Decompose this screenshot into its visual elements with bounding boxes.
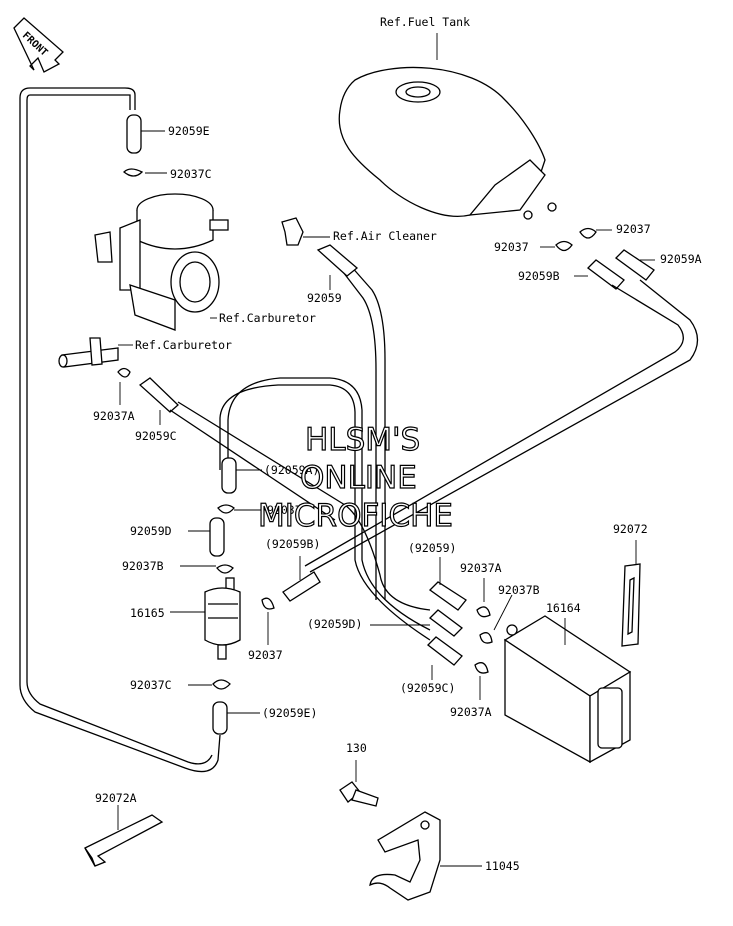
hose-92059C: [138, 377, 179, 413]
label-92037C-top: 92037C: [170, 167, 212, 181]
clip-92037-mid: [217, 504, 235, 514]
label-92037B-right: 92037B: [498, 583, 540, 597]
hose-air-cleaner-2: [339, 267, 377, 600]
t-fitting: [58, 337, 119, 368]
label-92037B-left: 92037B: [122, 559, 164, 573]
label-16164: 16164: [546, 601, 581, 615]
bolt-130: [339, 781, 379, 807]
front-arrow-icon: FRONT: [13, 17, 64, 73]
watermark: HLSM'S ONLINE MICROFICHE: [257, 421, 453, 534]
label-92059D: 92059D: [130, 524, 172, 538]
clip-92037-tank-a: [579, 227, 597, 239]
fuel-filter: [204, 577, 241, 660]
label-92037C-bottom: 92037C: [130, 678, 172, 692]
label-92059C-paren: (92059C): [400, 681, 455, 695]
fuel-tank: [338, 33, 557, 220]
label-92059C: 92059C: [135, 429, 177, 443]
label-92037-tank-b: 92037: [494, 240, 529, 254]
label-92037A-left: 92037A: [93, 409, 135, 423]
hose-long-left: [19, 87, 221, 773]
canister: [503, 615, 632, 764]
label-11045: 11045: [485, 859, 520, 873]
label-92059A-paren: (92059A): [264, 463, 319, 477]
hose-92059-paren: [428, 581, 467, 611]
label-92037A-right-bottom: 92037A: [450, 705, 492, 719]
hose-cross-lower: [177, 401, 431, 611]
label-92059-paren: (92059): [408, 541, 456, 555]
label-fuel-tank: Ref.Fuel Tank: [380, 15, 470, 29]
watermark-line-1: HLSM'S: [305, 422, 420, 458]
hose-92059A-paren: [221, 457, 237, 494]
fitting-air-cleaner: [281, 217, 304, 246]
hose-air-cleaner: [349, 264, 386, 600]
hose-92059E: [126, 114, 142, 154]
hose-cross-upper: [169, 409, 336, 521]
label-16165: 16165: [130, 606, 165, 620]
hose-92059B: [587, 259, 625, 290]
bracket-11045: [369, 811, 441, 901]
hose-92059B-paren: [282, 571, 321, 602]
hose-tank-to-filter-b: [304, 284, 684, 567]
hose-92059E-paren: [212, 701, 228, 735]
label-92059B: 92059B: [518, 269, 560, 283]
hose-tank-to-filter-a: [309, 279, 699, 573]
label-92072: 92072: [613, 522, 648, 536]
label-130: 130: [346, 741, 367, 755]
label-92037-filter: 92037: [248, 648, 283, 662]
label-92072A: 92072A: [95, 791, 137, 805]
clip-92037C-top: [123, 168, 144, 177]
clip-92037A-right: [476, 606, 491, 618]
label-92037-mid: 92037: [267, 503, 302, 517]
label-92059A: 92059A: [660, 252, 702, 266]
label-carburetor-1: Ref.Carburetor: [219, 311, 316, 325]
label-92059B-paren: (92059B): [265, 537, 320, 551]
band-92072A: [84, 814, 164, 867]
hose-92059D: [209, 517, 225, 557]
label-air-cleaner: Ref.Air Cleaner: [333, 229, 437, 243]
hose-long-left-inner: [26, 94, 213, 765]
watermark-line-2: ONLINE: [300, 460, 417, 496]
label-92059: 92059: [307, 291, 342, 305]
label-92037A-right: 92037A: [460, 561, 502, 575]
clip-92037A-right-bottom: [474, 662, 489, 674]
clip-92037B-right: [479, 632, 493, 644]
hose-92059: [316, 244, 359, 277]
clip-92037A-left: [117, 367, 131, 378]
clip-92037-filter: [261, 597, 275, 610]
clip-92037B-left: [216, 564, 234, 574]
carburetor: [94, 193, 229, 331]
clip-92037-tank-b: [555, 240, 573, 252]
clip-92037C-bottom: [212, 679, 231, 690]
hose-loop-filter-2: [219, 384, 431, 641]
label-92059E-paren: (92059E): [262, 706, 317, 720]
label-92037-tank-a: 92037: [616, 222, 651, 236]
hose-92059D-paren: [429, 609, 463, 637]
band-92072: [621, 563, 641, 647]
label-carburetor-2: Ref.Carburetor: [135, 338, 232, 352]
label-92059E: 92059E: [168, 124, 210, 138]
hose-92059A: [615, 249, 655, 281]
label-92059D-paren: (92059D): [307, 617, 362, 631]
watermark-line-3: MICROFICHE: [258, 498, 453, 534]
hose-92059C-paren: [427, 636, 463, 666]
